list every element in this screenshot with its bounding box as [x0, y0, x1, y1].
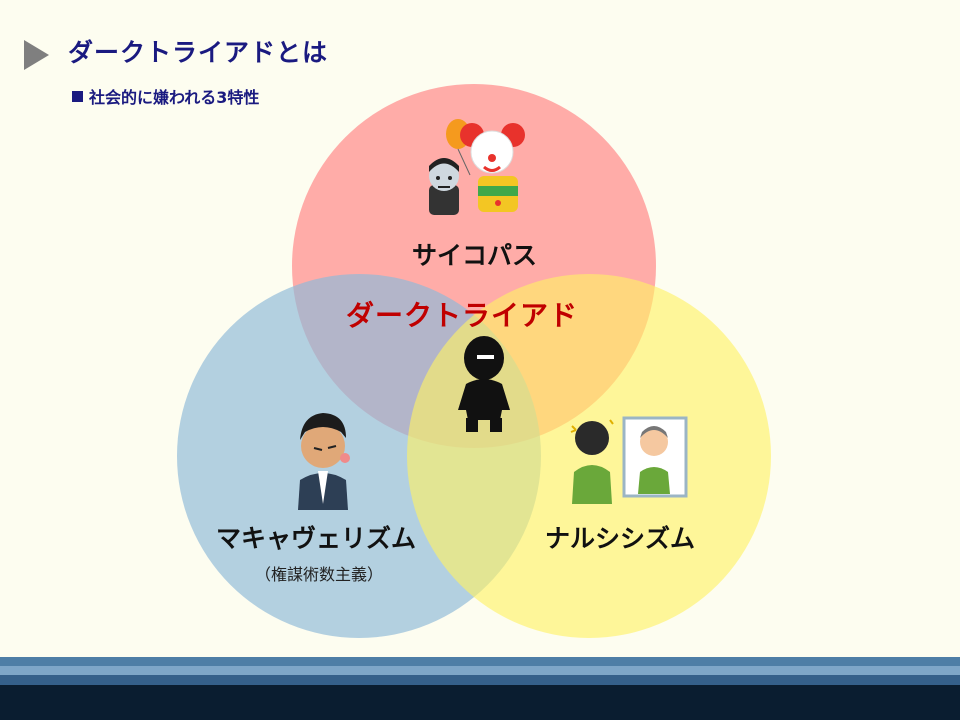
clown-icon: [446, 119, 525, 212]
machiavellianism-label: マキャヴェリズム: [216, 524, 417, 553]
title-arrow-icon: [24, 40, 49, 70]
machiavellianism-note: （権謀術数主義）: [255, 565, 384, 584]
page-subtitle: 社会的に嫌われる3特性: [72, 84, 259, 108]
page-title: ダークトライアドとは: [68, 38, 329, 67]
shadow-villain-icon: [458, 336, 510, 432]
scared-man-icon: [429, 158, 459, 215]
footer-band-2: [0, 666, 960, 675]
narcissism-label: ナルシシズム: [545, 524, 696, 553]
dark-triad-center-label: ダークトライアド: [346, 299, 579, 332]
psychopathy-label: サイコパス: [412, 241, 538, 270]
bullet-square-icon: [72, 91, 83, 102]
footer-band-1: [0, 657, 960, 666]
man-at-mirror-icon: [570, 416, 688, 504]
footer-band-3: [0, 675, 960, 685]
subtitle-text: 社会的に嫌われる3特性: [89, 88, 260, 107]
footer-band-4: [0, 685, 960, 720]
scheming-businessman-icon: [298, 413, 350, 510]
